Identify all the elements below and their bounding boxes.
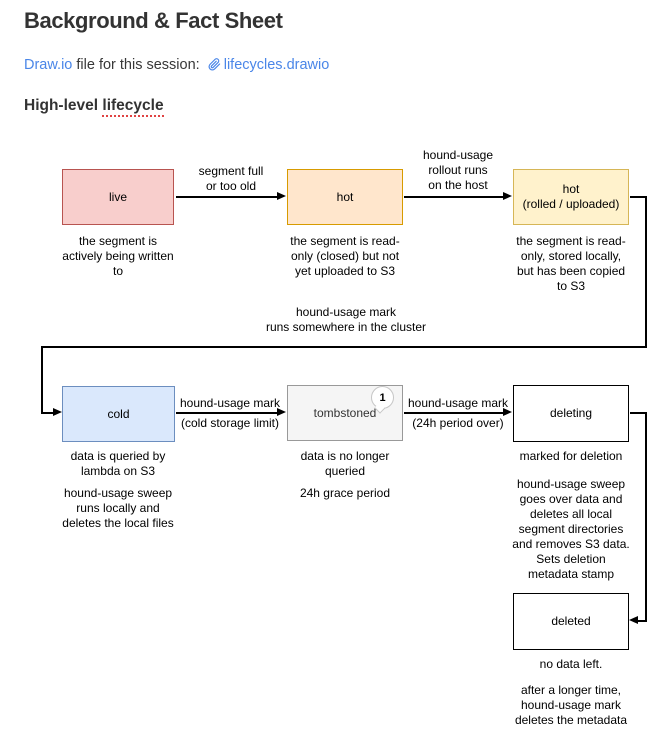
- node-tombstoned-label: tombstoned: [313, 405, 377, 420]
- edge-line: [645, 412, 647, 622]
- page-title: Background & Fact Sheet: [24, 8, 283, 33]
- edge-line: [41, 412, 53, 414]
- edge-line: [645, 196, 647, 348]
- edge-line: [630, 196, 647, 198]
- caption-deleted-2: after a longer time, hound-usage mark de…: [514, 683, 628, 727]
- node-live: live: [62, 169, 174, 225]
- edge-line: [41, 346, 43, 414]
- comment-badge[interactable]: 1: [371, 386, 394, 409]
- caption-hot: the segment is read- only (closed) but n…: [290, 234, 400, 278]
- comment-count: 1: [379, 391, 386, 404]
- edge-label-rollout: hound-usage rollout runs on the host: [422, 148, 494, 192]
- node-hot-rolled: hot (rolled / uploaded): [513, 169, 629, 225]
- arrowhead-icon: [629, 616, 638, 624]
- edge-line: [404, 196, 504, 198]
- attachment-name: lifecycles.drawio: [223, 57, 330, 73]
- edge-line: [404, 412, 503, 414]
- node-deleted: deleted: [513, 593, 629, 650]
- edge-label-mark-cold: hound-usage mark: [179, 396, 281, 410]
- arrowhead-icon: [277, 408, 286, 416]
- node-hot-rolled-label: hot (rolled / uploaded): [522, 182, 620, 211]
- section-heading: High-level lifecycle: [24, 97, 164, 117]
- node-live-label: live: [108, 189, 127, 204]
- caption-deleted: no data left.: [539, 657, 603, 671]
- attachment-link[interactable]: lifecycles.drawio: [208, 57, 330, 73]
- arrowhead-icon: [277, 192, 286, 200]
- arrowhead-icon: [503, 192, 512, 200]
- node-cold-label: cold: [107, 406, 130, 421]
- caption-deleting: marked for deletion: [519, 449, 623, 463]
- edge-line: [630, 412, 647, 414]
- intro-text: file for this session:: [72, 57, 204, 73]
- edge-line: [41, 346, 647, 348]
- caption-cold-2: hound-usage sweep runs locally and delet…: [62, 486, 174, 530]
- edge-sublabel-24h-over: (24h period over): [412, 416, 504, 430]
- edge-label-mark-24h: hound-usage mark: [407, 396, 509, 410]
- edge-label-segment-full: segment full or too old: [198, 164, 264, 193]
- edge-line: [176, 412, 277, 414]
- edge-line: [637, 620, 647, 622]
- paperclip-icon: [208, 58, 220, 71]
- node-deleting: deleting: [513, 385, 629, 442]
- caption-hot-rolled: the segment is read- only, stored locall…: [516, 234, 626, 293]
- arrowhead-icon: [53, 408, 62, 416]
- edge-sublabel-cold-limit: (cold storage limit): [180, 416, 280, 430]
- caption-tombstoned: data is no longer queried: [300, 449, 390, 478]
- edge-label-cluster-mark: hound-usage mark runs somewhere in the c…: [265, 305, 427, 334]
- edge-line: [176, 196, 279, 198]
- caption-tombstoned-2: 24h grace period: [299, 486, 391, 500]
- drawio-link[interactable]: Draw.io: [24, 57, 73, 73]
- caption-deleting-2: hound-usage sweep goes over data and del…: [512, 477, 630, 581]
- node-cold: cold: [62, 386, 175, 442]
- node-deleted-label: deleted: [551, 614, 591, 628]
- node-hot-label: hot: [336, 189, 354, 204]
- node-deleting-label: deleting: [549, 406, 593, 420]
- intro-line: Draw.io file for this session: lifecycle…: [24, 57, 329, 73]
- caption-cold: data is queried by lambda on S3: [70, 449, 166, 478]
- heading-prefix: High-level: [24, 97, 103, 114]
- heading-misspelled-word: lifecycle: [102, 97, 164, 117]
- node-hot: hot: [287, 169, 403, 225]
- arrowhead-icon: [503, 408, 512, 416]
- caption-live: the segment is actively being written to: [62, 234, 174, 278]
